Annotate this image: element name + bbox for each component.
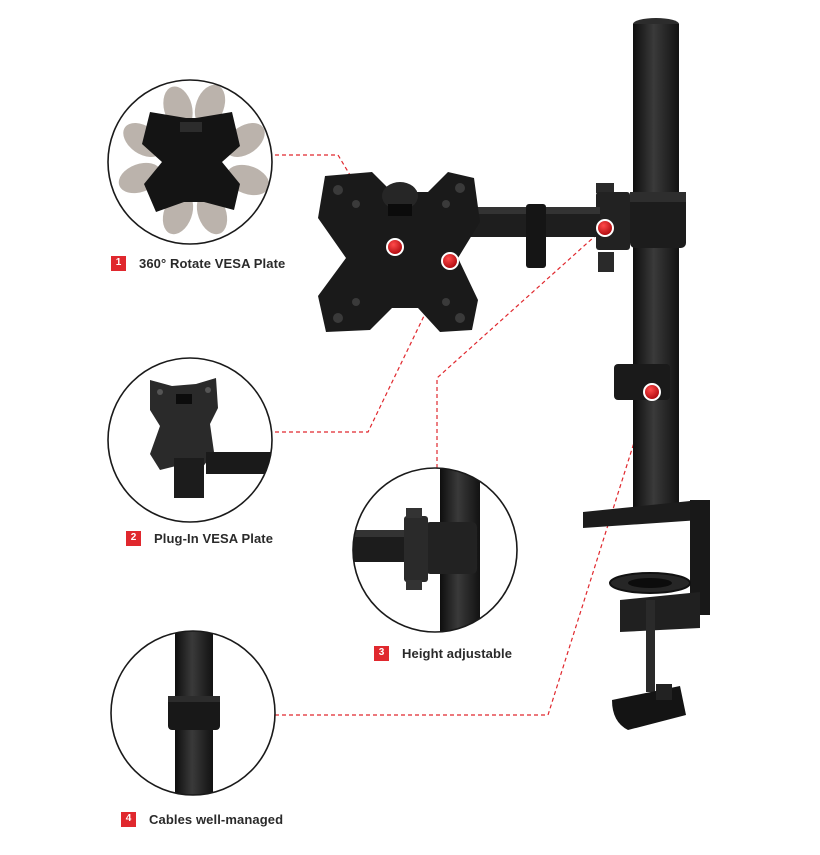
leader-line-2 (275, 261, 451, 433)
leader-line-3 (436, 227, 605, 468)
cable-clip (614, 364, 670, 400)
detail-circle-rotate-vesa (107, 79, 273, 245)
detail-circle-height-adjustable (352, 467, 518, 633)
pole (633, 24, 679, 514)
feature-number-badge: 4 (121, 811, 136, 827)
callout-dot-3 (596, 219, 614, 237)
callout-dot-1 (386, 238, 404, 256)
callout-dot-4 (643, 383, 661, 401)
feature-label: Plug-In VESA Plate (154, 530, 274, 546)
feature-1: 1 360° Rotate VESA Plate (111, 254, 285, 272)
desk-clamp (583, 500, 710, 730)
feature-3: 3 Height adjustable (374, 644, 512, 662)
feature-label: 360° Rotate VESA Plate (139, 255, 286, 271)
leader-line-1 (275, 154, 393, 246)
leader-line-4 (275, 391, 651, 716)
feature-number-badge: 3 (374, 645, 389, 661)
callout-dots (386, 219, 661, 401)
leader-lines (275, 154, 651, 716)
feature-4: 4 Cables well-managed (121, 810, 283, 828)
feature-label: Height adjustable (402, 645, 513, 661)
feature-number-badge: 1 (111, 255, 126, 271)
callout-dot-2 (441, 252, 459, 270)
feature-2: 2 Plug-In VESA Plate (126, 529, 273, 547)
detail-circle-plugin-vesa (107, 357, 273, 523)
feature-label: Cables well-managed (149, 811, 284, 827)
monitor-arm (318, 18, 710, 730)
detail-circle-cables (110, 630, 276, 796)
feature-number-badge: 2 (126, 530, 141, 546)
